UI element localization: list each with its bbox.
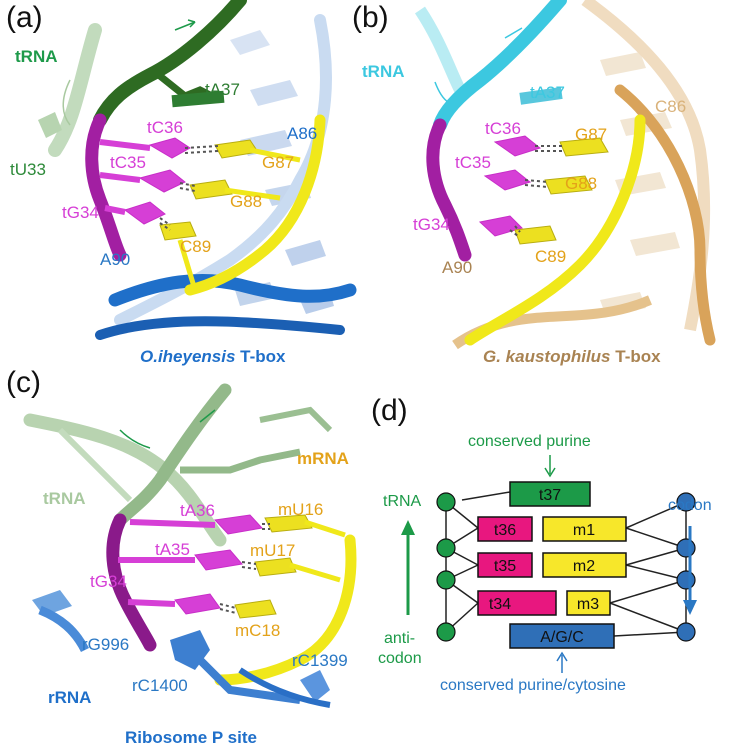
panel-a: (a) tRNA tA37 tC36 A86 tC35 G87 tU33 G88…	[6, 0, 357, 366]
label-c-tA36: tA36	[180, 501, 215, 520]
label-b-C89: C89	[535, 247, 566, 266]
label-a-C89: C89	[180, 237, 211, 256]
label-a-tC35: tC35	[110, 153, 146, 172]
anticodon-label-line1: anti-	[384, 630, 415, 647]
box-t34	[477, 590, 557, 616]
panel-b-yellow-strand	[464, 114, 646, 346]
panel-d: (d) conserved purine	[371, 394, 712, 694]
panel-b-trna-label: tRNA	[362, 62, 405, 81]
panel-a-tbox-backbone	[114, 14, 332, 326]
panel-a-background-bases	[230, 30, 334, 314]
label-a-tA37: tA37	[205, 80, 240, 99]
panel-a-letter: (a)	[6, 1, 43, 34]
panel-a-yellow-strand	[184, 114, 326, 296]
label-b-tA37: tA37	[530, 83, 565, 102]
box-t37	[509, 481, 591, 507]
label-c-tG34: tG34	[90, 572, 127, 591]
box-t35-label: t35	[494, 558, 516, 575]
label-b-tC35: tC35	[455, 153, 491, 172]
label-a-G88: G88	[230, 192, 262, 211]
panel-b-letter: (b)	[352, 1, 389, 34]
panel-b-anticodon-backbone	[426, 118, 472, 262]
box-m1	[542, 516, 627, 542]
trna-node-3	[436, 570, 456, 590]
label-b-tC36: tC36	[485, 119, 521, 138]
panel-d-trna-label: tRNA	[383, 493, 422, 510]
label-c-mU16: mU16	[278, 500, 323, 519]
trna-node-4	[436, 622, 456, 642]
panel-c: (c) mRNA tRNA tA36 mU16 tA35 mU17 tG34 m…	[6, 366, 357, 747]
box-m2-label: m2	[573, 558, 595, 575]
panel-a-caption: O.iheyensis T-box	[140, 347, 286, 366]
label-a-tG34: tG34	[62, 203, 99, 222]
panel-a-anticodon-backbone	[85, 113, 127, 262]
conserved-purine-cytosine-label: conserved purine/cytosine	[440, 677, 626, 694]
panel-b: (b) tRNA tA37 C86 tC36 G87 tC35 G88 tG34…	[352, 0, 716, 366]
label-a-tC36: tC36	[147, 118, 183, 137]
codon-node-3	[676, 570, 696, 590]
label-c-rG996: rG996	[82, 635, 129, 654]
panel-c-anticodon-backbone	[106, 513, 157, 652]
panel-c-rrna-label: rRNA	[48, 688, 91, 707]
label-b-G87: G87	[575, 125, 607, 144]
label-b-tG34: tG34	[413, 215, 450, 234]
label-c-rC1400: rC1400	[132, 676, 188, 695]
codon-node-2	[676, 538, 696, 558]
label-a-G87: G87	[262, 153, 294, 172]
label-a-A86: A86	[287, 124, 317, 143]
box-t34-label: t34	[489, 596, 511, 613]
panel-b-trna-backbone	[433, 0, 567, 132]
label-b-G88: G88	[565, 174, 597, 193]
panel-a-trna-label: tRNA	[15, 47, 58, 66]
panel-a-tbox-lower-backbone	[108, 273, 357, 307]
label-a-tU33: tU33	[10, 160, 46, 179]
panel-d-letter: (d)	[371, 394, 408, 427]
panel-b-caption: G. kaustophilus T-box	[483, 347, 661, 366]
panel-c-mrna-label: mRNA	[297, 449, 349, 468]
codon-node-1	[676, 492, 696, 512]
label-c-mC18: mC18	[235, 621, 280, 640]
box-m1-label: m1	[573, 522, 595, 539]
panel-b-tan-backbone	[614, 84, 716, 346]
panel-c-letter: (c)	[6, 366, 41, 399]
box-t37-label: t37	[539, 487, 561, 504]
panel-c-mrna-strand	[214, 534, 357, 686]
label-c-tA35: tA35	[155, 540, 190, 559]
label-b-A90: A90	[442, 258, 472, 277]
trna-node-2	[436, 538, 456, 558]
panel-c-caption: Ribosome P site	[125, 728, 257, 747]
label-b-C86: C86	[655, 97, 686, 116]
box-agc-label: A/G/C	[540, 629, 584, 646]
label-c-rC1399: rC1399	[292, 651, 348, 670]
anticodon-label-line2: codon	[378, 650, 422, 667]
label-a-A90: A90	[100, 250, 130, 269]
panel-c-trna-label: tRNA	[43, 489, 86, 508]
codon-node-4	[676, 622, 696, 642]
box-t36-label: t36	[494, 522, 516, 539]
panel-c-trna-backbone	[113, 383, 232, 527]
panel-d-codon-label: codon	[668, 497, 712, 514]
box-m3-label: m3	[577, 596, 599, 613]
box-t35	[477, 552, 533, 578]
label-c-mU17: mU17	[250, 541, 295, 560]
box-t36	[477, 516, 533, 542]
box-m2	[542, 552, 627, 578]
trna-node-1	[436, 492, 456, 512]
panel-a-trna-backbone	[93, 0, 247, 127]
conserved-purine-label: conserved purine	[468, 433, 591, 450]
box-m3	[566, 590, 611, 616]
box-agc	[509, 623, 615, 649]
